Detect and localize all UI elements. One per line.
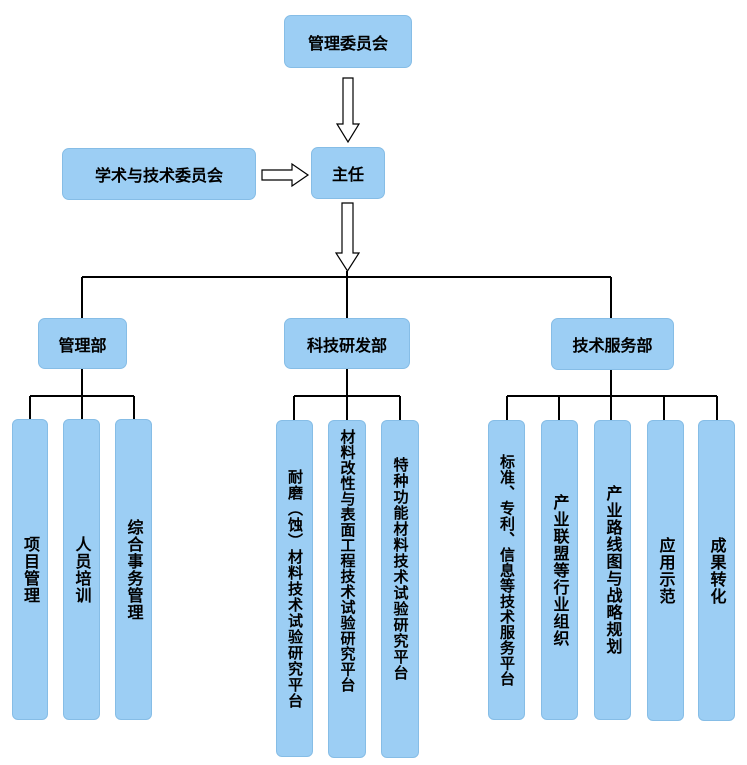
committee-label: 管理委员会 bbox=[307, 33, 388, 53]
arrow-down-committee-director bbox=[335, 77, 361, 144]
unit-special-function-platform: 特种功能材料技术试验研究平台 bbox=[381, 420, 419, 758]
unit-standards-patents-platform: 标准、专利、信息等技术服务平台 bbox=[488, 420, 525, 720]
unit-general-affairs: 综合事务管理 bbox=[115, 419, 152, 720]
unit-label: 产业联盟等行业组织 bbox=[550, 493, 570, 647]
director-label: 主任 bbox=[331, 165, 364, 184]
management-dept-label: 管理部 bbox=[58, 335, 107, 355]
unit-label: 成果转化 bbox=[707, 536, 727, 605]
unit-project-management: 项目管理 bbox=[12, 419, 48, 720]
unit-label: 特种功能材料技术试验研究平台 bbox=[391, 457, 410, 681]
unit-wear-resistant-platform: 耐磨（蚀）材料技术试验研究平台 bbox=[276, 420, 313, 757]
unit-roadmap-strategy: 产业路线图与战略规划 bbox=[594, 420, 631, 720]
unit-label: 应用示范 bbox=[656, 536, 676, 605]
committee-box: 管理委员会 bbox=[284, 15, 412, 68]
unit-label: 产业路线图与战略规划 bbox=[603, 485, 623, 655]
arrow-right-academic-director bbox=[261, 162, 310, 188]
director-box: 主任 bbox=[311, 147, 385, 199]
academic-committee-label: 学术与技术委员会 bbox=[94, 166, 223, 185]
unit-label: 标准、专利、信息等技术服务平台 bbox=[498, 453, 516, 687]
service-dept-box: 技术服务部 bbox=[551, 318, 674, 370]
unit-industry-alliance: 产业联盟等行业组织 bbox=[541, 420, 578, 720]
unit-label: 项目管理 bbox=[21, 535, 40, 604]
service-dept-label: 技术服务部 bbox=[572, 336, 653, 355]
rnd-dept-box: 科技研发部 bbox=[284, 318, 410, 369]
unit-label: 综合事务管理 bbox=[124, 518, 144, 621]
management-dept-box: 管理部 bbox=[38, 318, 127, 369]
unit-surface-engineering-platform: 材料改性与表面工程技术试验研究平台 bbox=[328, 420, 366, 758]
academic-committee-box: 学术与技术委员会 bbox=[62, 148, 256, 200]
unit-personnel-training: 人员培训 bbox=[63, 419, 100, 720]
unit-application-demo: 应用示范 bbox=[647, 420, 684, 721]
unit-label: 耐磨（蚀）材料技术试验研究平台 bbox=[286, 468, 304, 709]
unit-achievement-transfer: 成果转化 bbox=[698, 420, 735, 721]
rnd-dept-label: 科技研发部 bbox=[306, 335, 387, 355]
unit-label: 人员培训 bbox=[72, 535, 92, 604]
unit-label: 材料改性与表面工程技术试验研究平台 bbox=[338, 429, 357, 693]
arrow-down-director-tree bbox=[334, 202, 361, 273]
